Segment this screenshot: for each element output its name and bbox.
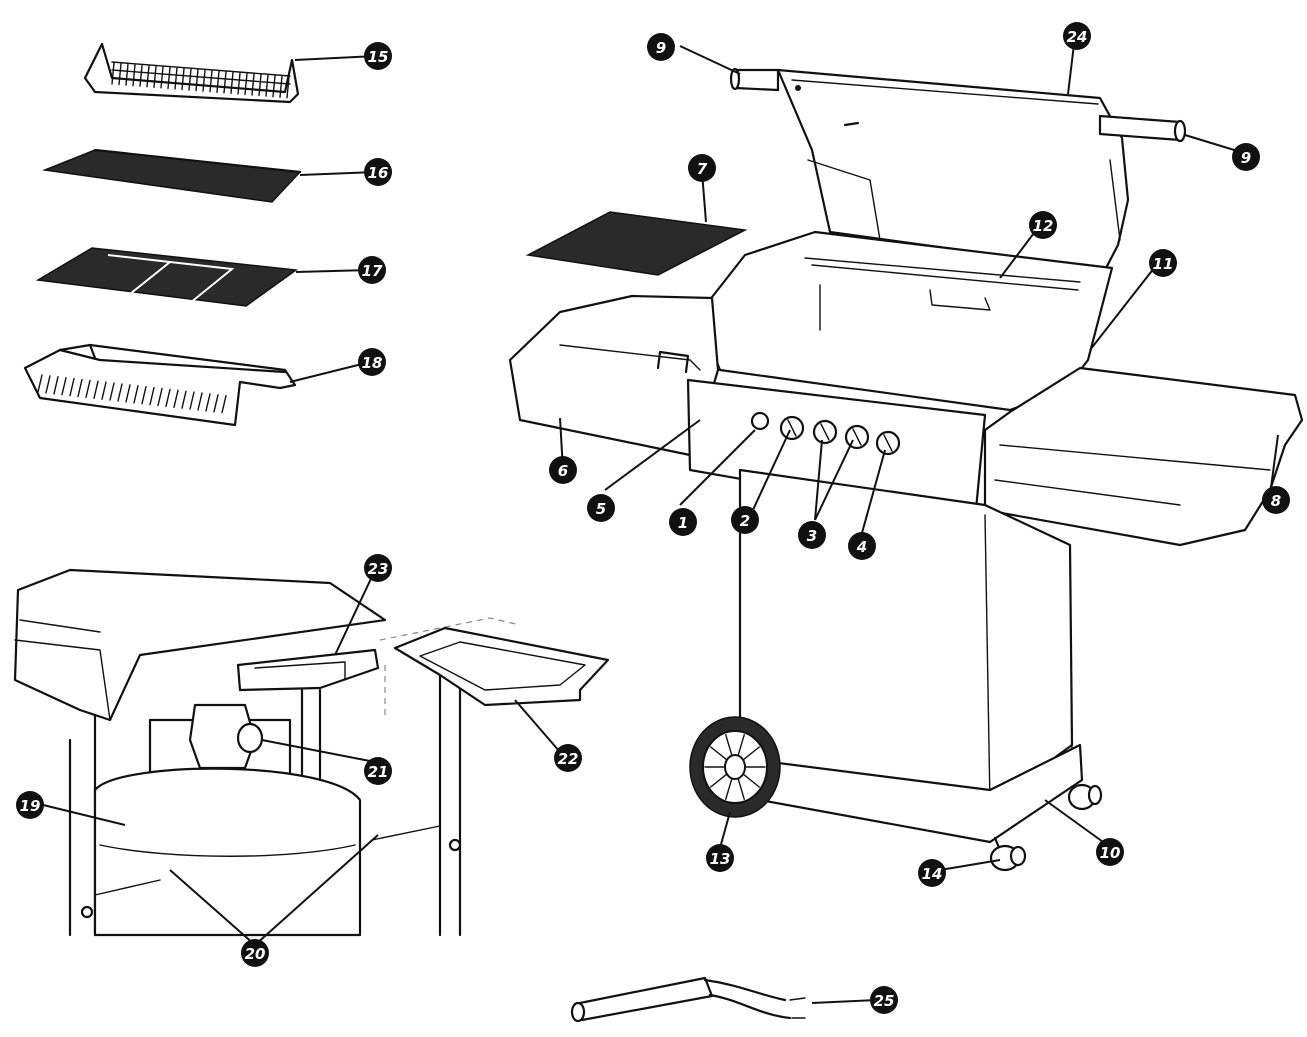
callout-label: 3 (807, 527, 817, 545)
leader-lines (34, 35, 1279, 1004)
callout-label: 18 (362, 354, 383, 372)
callout-label: 6 (558, 462, 568, 480)
callout-c23: 23 (364, 554, 392, 582)
callout-label: 11 (1153, 255, 1174, 273)
callout-c14: 14 (918, 859, 946, 887)
callout-c4: 4 (848, 532, 876, 560)
callout-label: 1 (678, 514, 688, 532)
callout-c2: 2 (731, 506, 759, 534)
callout-label: 12 (1033, 217, 1054, 235)
callout-label: 16 (368, 164, 389, 182)
callout-label: 2 (740, 512, 750, 530)
callout-c21: 21 (364, 757, 392, 785)
callout-c8: 8 (1262, 486, 1290, 514)
callout-label: 13 (710, 850, 731, 868)
callout-label: 22 (558, 750, 579, 768)
callout-c1: 1 (669, 508, 697, 536)
callout-label: 15 (368, 48, 389, 66)
left-side-table (508, 294, 720, 457)
tank-detail (13, 568, 610, 937)
warming-rack-15 (83, 42, 300, 104)
wheel-13 (689, 716, 781, 818)
callout-c12: 12 (1029, 211, 1057, 239)
grill-assembly (508, 67, 1304, 872)
callout-c17: 17 (358, 256, 386, 284)
callout-c19: 19 (16, 791, 44, 819)
callout-label: 17 (362, 262, 383, 280)
callout-c10: 10 (1096, 838, 1124, 866)
caster-rear (1067, 783, 1103, 811)
callout-label: 8 (1271, 492, 1281, 510)
flavorizer-bars-18 (23, 343, 297, 427)
callout-c16: 16 (364, 158, 392, 186)
burner-tube-25 (570, 976, 806, 1023)
callout-label: 10 (1100, 844, 1121, 862)
cooking-grate-16 (42, 148, 302, 203)
callout-label: 20 (245, 945, 266, 963)
callout-c24: 24 (1063, 22, 1091, 50)
callout-c22: 22 (554, 744, 582, 772)
callout-c3: 3 (798, 521, 826, 549)
cart-frame (738, 468, 1074, 807)
callout-c5: 5 (587, 494, 615, 522)
drip-pan-22 (393, 626, 610, 707)
callout-c11: 11 (1149, 249, 1177, 277)
callout-label: 9 (656, 39, 666, 57)
callout-c13: 13 (706, 844, 734, 872)
callout-label: 21 (368, 763, 389, 781)
grease-tray-holder-23 (236, 648, 380, 692)
cooking-grate-17 (35, 247, 299, 307)
callout-label: 7 (697, 160, 708, 178)
caster-14 (989, 836, 1027, 872)
callout-c25: 25 (870, 986, 898, 1014)
callout-label: 23 (368, 560, 389, 578)
lp-tank-19 (93, 767, 362, 937)
callout-label: 25 (874, 992, 895, 1010)
valve-21 (188, 703, 257, 770)
callout-label: 9 (1241, 149, 1251, 167)
callout-c20: 20 (241, 939, 269, 967)
callout-label: 24 (1067, 28, 1088, 46)
callout-c15: 15 (364, 42, 392, 70)
right-side-table (983, 366, 1304, 547)
callout-label: 19 (20, 797, 41, 815)
callout-c7: 7 (688, 154, 716, 182)
callout-label: 14 (922, 865, 943, 883)
callout-c6: 6 (549, 456, 577, 484)
callout-c18: 18 (358, 348, 386, 376)
side-grate-7 (525, 211, 748, 276)
callout-c9a: 9 (647, 33, 675, 61)
igniter-button (750, 411, 770, 431)
callout-label: 5 (596, 500, 606, 518)
callout-c9b: 9 (1232, 143, 1260, 171)
callout-label: 4 (856, 538, 867, 556)
